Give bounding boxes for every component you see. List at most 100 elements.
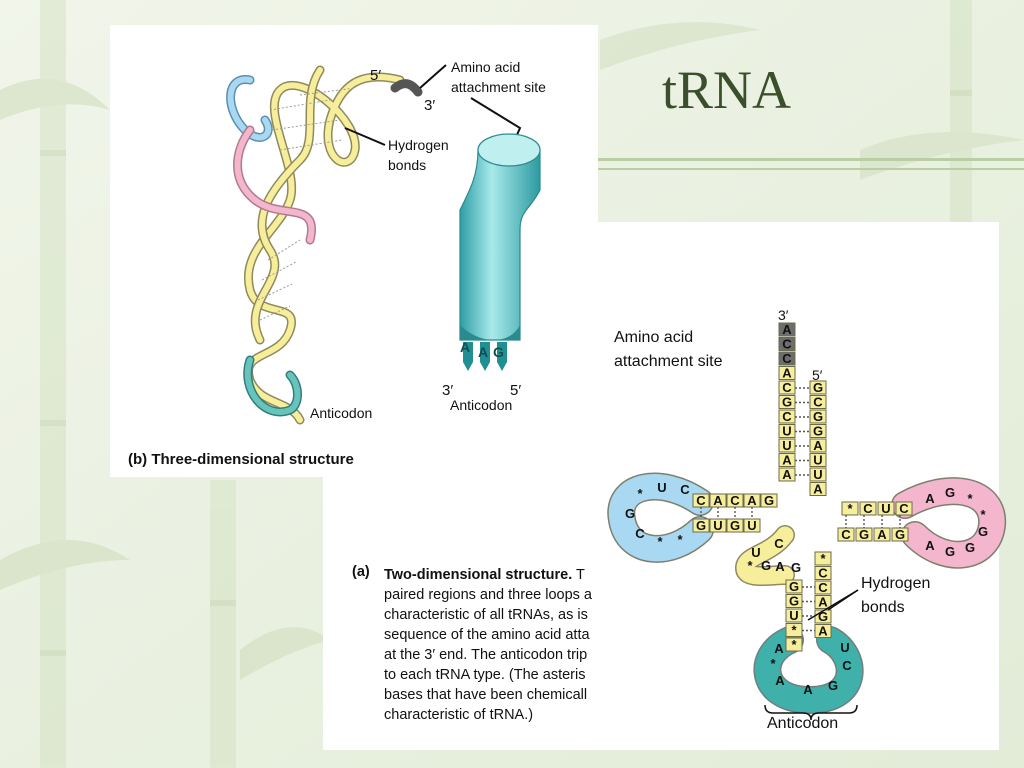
base-anticodon-stem-right: A (818, 624, 828, 639)
base-anticodon-stem-right-cell (814, 566, 832, 580)
caption-a-line: bases that have been chemicall (384, 687, 588, 703)
amino-acid-site-label-line2: attachment site (614, 353, 723, 370)
base-t-arm-top-cell (841, 501, 859, 516)
base-d-arm-bottom-cell (709, 518, 727, 533)
base-3prime-strand: U (782, 424, 791, 439)
base-3prime-strand: A (782, 467, 792, 482)
base-d-arm-top: A (713, 493, 723, 508)
base-t-arm-bottom: G (895, 527, 905, 542)
base-anticodon-stem-right: * (820, 551, 826, 566)
base-anticodon-loop: C (842, 658, 852, 673)
base-5prime-strand-cell (809, 482, 827, 496)
base-5prime-strand: U (813, 453, 822, 468)
base-5prime-strand: C (813, 395, 823, 410)
caption-a-line: T (572, 567, 585, 583)
base-anticodon-loop: * (770, 656, 776, 671)
hydrogen-pointer (344, 127, 386, 146)
base-anticodon-stem-right-cell (814, 551, 832, 566)
base-5prime-strand-cell (809, 424, 827, 438)
base-anticodon-loop: A (775, 673, 785, 688)
caption-a-line: characteristic of all tRNAs, as is (384, 607, 588, 623)
base-5prime-strand: U (813, 467, 822, 482)
base-anticodon-stem-right: A (818, 595, 828, 610)
base-3prime-strand: C (782, 380, 792, 395)
base-anticodon-stem-left: * (791, 623, 797, 638)
base-anticodon-loop: U (840, 640, 849, 655)
three-d-caption: (b) Three-dimensional structure (128, 451, 354, 468)
caption-a-line: to each tRNA type. (The asteris (384, 667, 586, 683)
base-d-loop: U (657, 480, 666, 495)
base-d-loop: * (637, 486, 643, 501)
base-t-loop: G (945, 485, 955, 500)
base-5prime-strand: G (813, 424, 823, 439)
base-5prime-strand: A (813, 482, 823, 497)
base-d-arm-bottom: G (730, 518, 740, 533)
base-t-arm-bottom: C (841, 527, 851, 542)
base-3prime-strand: A (782, 322, 792, 337)
base-t-arm-top-cell (877, 501, 895, 516)
three-d-amino-acid-label-line2: attachment site (451, 79, 546, 95)
base-3prime-strand-cell (778, 366, 796, 380)
hydrogen-bond-lines (257, 87, 356, 321)
base-d-loop: C (680, 482, 690, 497)
base-3prime-strand: C (782, 351, 792, 366)
base-t-arm-top-cell (859, 501, 877, 516)
anticodon-brace (764, 704, 858, 721)
base-3prime-strand-cell (778, 322, 796, 337)
base-t-arm-bottom: A (877, 527, 887, 542)
base-anticodon-stem-right: G (818, 609, 828, 624)
base-anticodon-stem-right: C (818, 566, 828, 581)
base-t-arm-top: C (899, 501, 909, 516)
slide-title: tRNA (662, 60, 792, 120)
model-base: A (478, 344, 488, 360)
base-t-loop: * (980, 507, 986, 522)
base-anticodon-stem-left-cell (785, 637, 803, 652)
base-t-arm-top: C (863, 501, 873, 516)
base-d-arm-bottom-cell (692, 518, 710, 533)
base-anticodon-stem-right: C (818, 580, 828, 595)
three-d-three-prime: 3′ (424, 97, 435, 114)
model-anticodon-label: Anticodon (450, 397, 512, 413)
three-d-amino-acid-label: Amino acid (451, 59, 520, 75)
three-d-hydrogen-label-line2: bonds (388, 157, 426, 173)
base-3prime-strand: G (782, 395, 792, 410)
base-5prime-strand-cell (809, 395, 827, 409)
base-3prime-strand: A (782, 453, 792, 468)
amino-acid-site-label: Amino acid (614, 329, 693, 346)
base-anticodon-loop: G (828, 678, 838, 693)
base-variable-loop: U (751, 545, 760, 560)
base-5prime-strand: G (813, 380, 823, 395)
base-d-arm-top: C (696, 493, 706, 508)
base-t-loop: A (925, 491, 935, 506)
base-5prime-strand-cell (809, 409, 827, 424)
base-d-arm-top: G (764, 493, 774, 508)
model-base: A (460, 339, 470, 355)
base-d-loop: * (677, 532, 683, 547)
base-d-loop: * (657, 534, 663, 549)
base-variable-loop: C (774, 536, 784, 551)
base-5prime-strand-cell (809, 467, 827, 482)
base-d-arm-bottom-cell (726, 518, 744, 533)
amino-pointer (419, 64, 447, 89)
base-3prime-strand: U (782, 438, 791, 453)
three-d-five-prime: 5′ (370, 67, 381, 84)
base-anticodon-stem-left: G (789, 579, 799, 594)
caption-a-line: characteristic of tRNA.) (384, 707, 534, 723)
hydrogen-bonds-label: Hydrogen (861, 575, 930, 592)
caption-a-line: sequence of the amino acid atta (384, 627, 590, 643)
base-anticodon-stem-left: U (789, 608, 798, 623)
three-d-hydrogen-label: Hydrogen (388, 137, 449, 153)
hydrogen-pointer-line (807, 589, 859, 621)
five-prime-label: 5′ (812, 367, 823, 383)
cylinder-model: A A G 3′ 5′ Anticodon (442, 133, 541, 413)
base-d-loop: G (625, 506, 635, 521)
base-variable-loop: A (775, 559, 785, 574)
base-variable-loop: G (791, 560, 801, 575)
caption-a-line: at the 3′ end. The anticodon trip (384, 647, 588, 663)
base-anticodon-stem-left: * (791, 637, 797, 652)
base-d-arm-bottom: G (696, 518, 706, 533)
base-variable-loop: * (747, 558, 753, 573)
model-three-prime: 3′ (442, 382, 453, 399)
base-t-loop: G (978, 524, 988, 539)
